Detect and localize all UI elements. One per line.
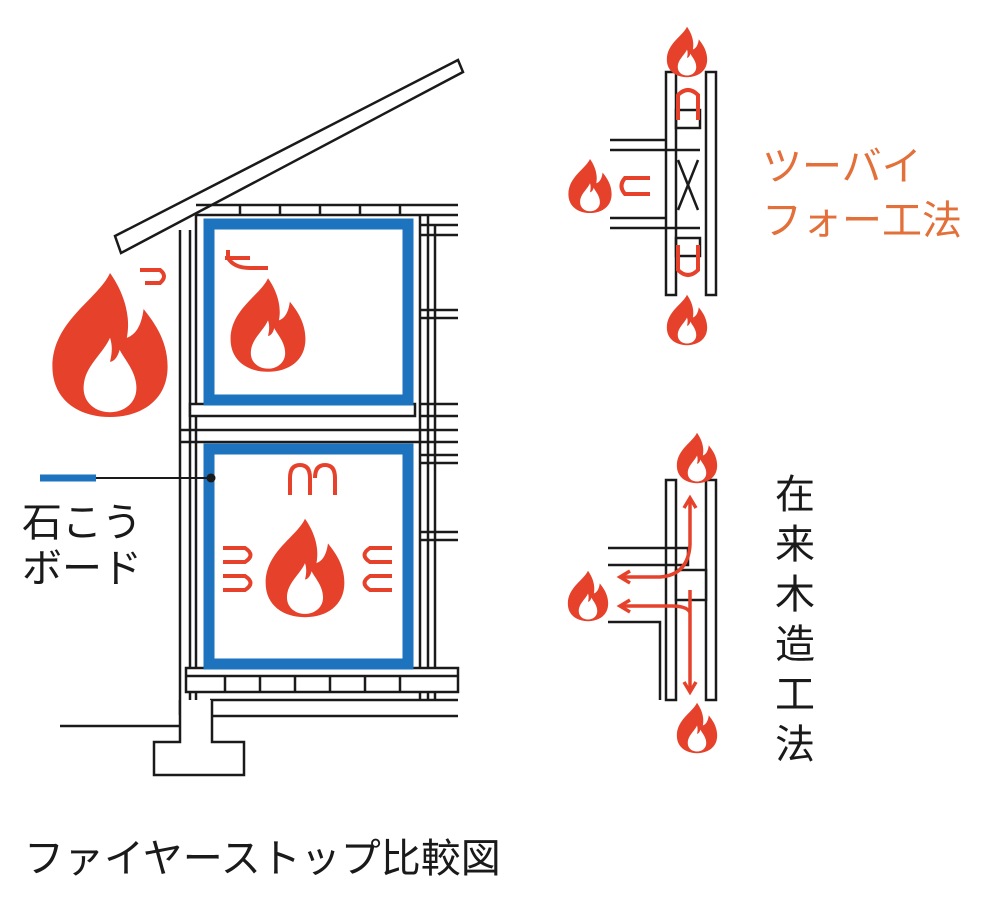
two-by-four-label: ツーバイ フォー工法 bbox=[762, 144, 962, 244]
fire-icon bbox=[568, 159, 612, 213]
gypsum-board-label: 石こう ボード bbox=[22, 500, 142, 592]
fire-icon bbox=[676, 702, 718, 754]
gypsum-board bbox=[203, 218, 414, 670]
two-by-four-detail bbox=[610, 70, 718, 297]
wall-frame bbox=[60, 203, 460, 777]
arrow-icon bbox=[619, 88, 700, 277]
diagram-title: ファイヤーストップ比較図 bbox=[24, 836, 501, 882]
arrow-icon bbox=[140, 250, 392, 592]
conventional-detail bbox=[608, 478, 718, 702]
fire-icon bbox=[666, 294, 708, 346]
arrow-icon bbox=[616, 494, 698, 696]
fire-icon bbox=[676, 432, 718, 484]
building-section bbox=[40, 58, 465, 777]
fire-icon bbox=[265, 518, 345, 618]
fire-icon bbox=[52, 273, 168, 417]
fire-icon bbox=[567, 570, 609, 622]
fire-icon bbox=[230, 278, 306, 372]
conventional-label: 在来木造工法 bbox=[775, 472, 815, 768]
board-leader bbox=[40, 473, 216, 483]
fire-icon bbox=[666, 26, 708, 78]
